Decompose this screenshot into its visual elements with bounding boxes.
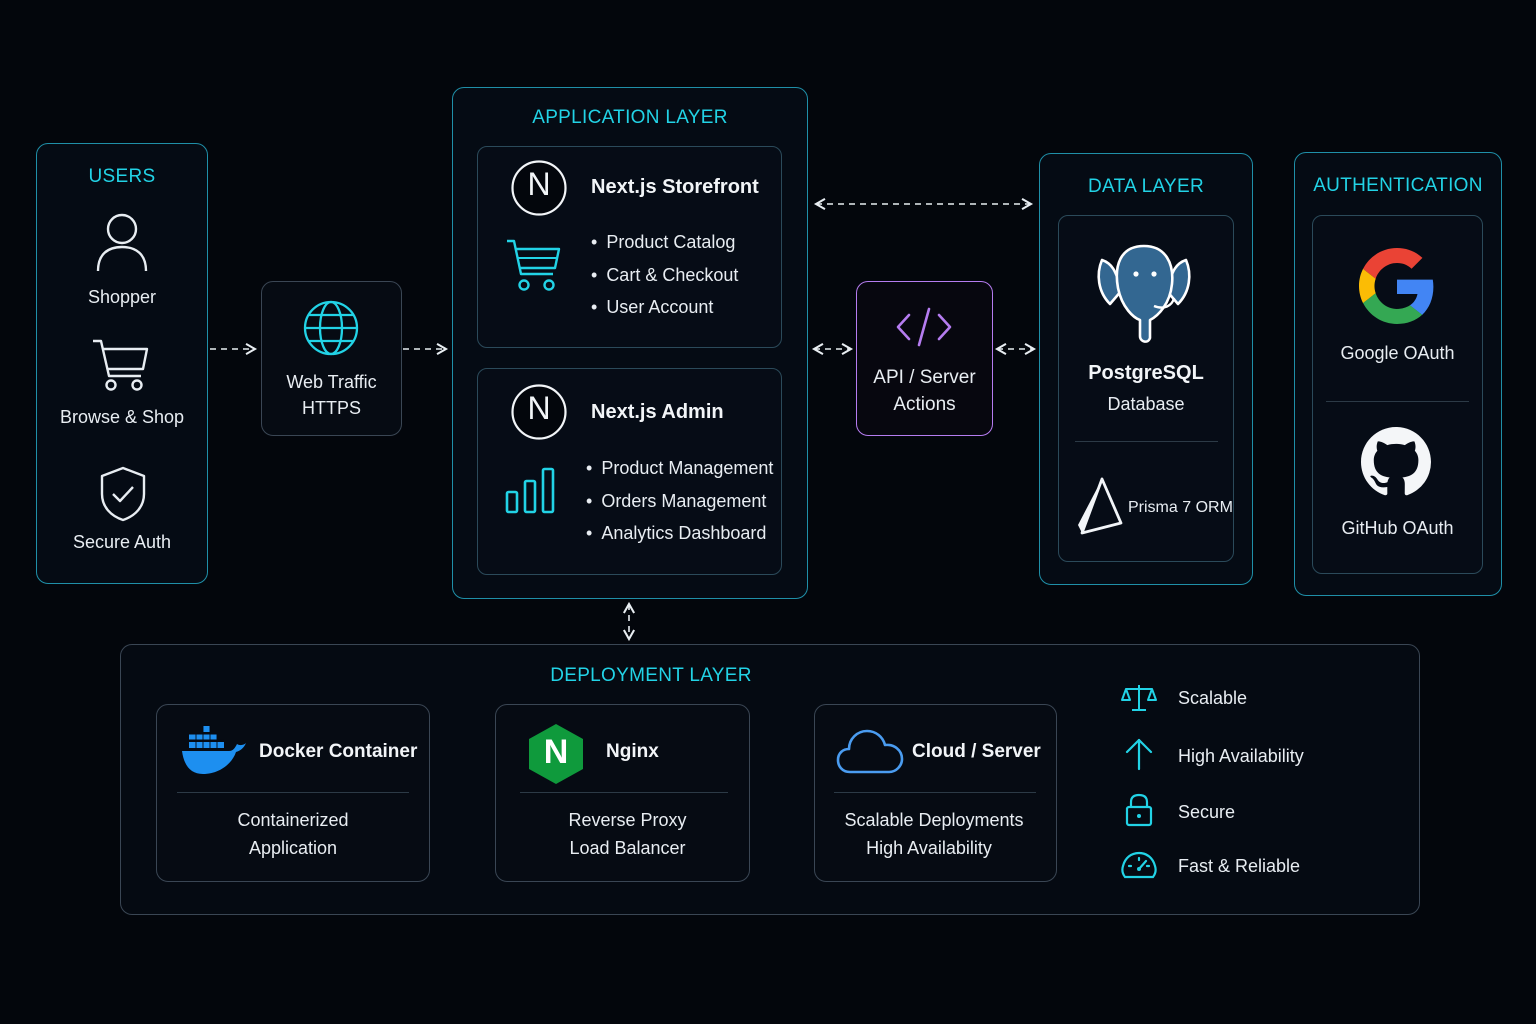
web-traffic-line2: HTTPS xyxy=(301,398,361,418)
admin-logo-letter: N xyxy=(527,390,551,426)
users-item-shopper: Shopper xyxy=(87,287,157,307)
api-box xyxy=(856,281,993,436)
nginx-line2: Load Balancer xyxy=(569,838,686,858)
storefront-cart-icon xyxy=(507,239,561,291)
nginx-line1: Reverse Proxy xyxy=(568,810,687,830)
feature-fast-reliable: Fast & Reliable xyxy=(1178,856,1301,876)
database-divider xyxy=(1075,441,1218,442)
database-name: PostgreSQL xyxy=(1088,362,1204,384)
docker-icon xyxy=(182,726,246,774)
feature-high-availability: High Availability xyxy=(1178,746,1304,766)
admin-feature: Product Management xyxy=(586,452,773,485)
storefront-features: Product Catalog Cart & Checkout User Acc… xyxy=(591,226,738,324)
bar-chart-icon xyxy=(505,467,555,514)
nginx-name: Nginx xyxy=(606,741,659,762)
scale-icon xyxy=(1121,685,1157,711)
cart-icon xyxy=(93,339,149,391)
google-oauth-label: Google OAuth xyxy=(1340,343,1455,363)
cloud-divider xyxy=(834,792,1036,793)
code-icon xyxy=(896,307,952,347)
orm-label: Prisma 7 ORM xyxy=(1128,499,1233,516)
users-panel: USERS xyxy=(36,143,208,584)
admin-name: Next.js Admin xyxy=(591,401,724,423)
cloud-line1: Scalable Deployments xyxy=(844,810,1024,830)
globe-icon xyxy=(303,300,359,356)
prisma-icon xyxy=(1078,477,1123,535)
storefront-feature: User Account xyxy=(591,291,738,324)
admin-feature: Orders Management xyxy=(586,485,773,518)
nextjs-logo-icon xyxy=(511,160,567,216)
feature-secure: Secure xyxy=(1178,802,1236,822)
users-title: USERS xyxy=(88,166,156,187)
storefront-name: Next.js Storefront xyxy=(591,176,759,198)
api-line2: Actions xyxy=(893,394,956,415)
cloud-icon xyxy=(836,729,904,774)
database-subtitle: Database xyxy=(1107,394,1185,414)
cloud-name: Cloud / Server xyxy=(912,741,1041,762)
web-traffic-box xyxy=(261,281,402,436)
oauth-divider xyxy=(1326,401,1469,402)
deployment-layer-title: DEPLOYMENT LAYER xyxy=(550,665,752,686)
lock-icon xyxy=(1125,793,1153,827)
feature-scalable: Scalable xyxy=(1178,688,1248,708)
api-line1: API / Server xyxy=(873,367,976,388)
web-traffic-line1: Web Traffic xyxy=(286,372,377,392)
user-icon xyxy=(96,213,148,272)
postgresql-elephant-icon xyxy=(1097,244,1191,343)
nginx-icon xyxy=(529,724,583,784)
speedometer-icon xyxy=(1121,851,1157,879)
data-layer-title: DATA LAYER xyxy=(1088,176,1204,197)
docker-divider xyxy=(177,792,409,793)
storefront-feature: Product Catalog xyxy=(591,226,738,259)
nginx-logo-letter: N xyxy=(543,733,569,771)
nginx-divider xyxy=(520,792,728,793)
users-item-secure-auth: Secure Auth xyxy=(72,532,172,552)
cloud-card xyxy=(814,704,1057,882)
google-icon xyxy=(1359,248,1434,324)
docker-line2: Application xyxy=(248,838,338,858)
storefront-logo-letter: N xyxy=(527,166,551,202)
users-item-browse: Browse & Shop xyxy=(59,407,185,427)
docker-line1: Containerized xyxy=(237,810,349,830)
docker-name: Docker Container xyxy=(259,741,418,762)
nginx-card xyxy=(495,704,750,882)
arrow-up-icon xyxy=(1125,738,1153,771)
application-layer-title: APPLICATION LAYER xyxy=(532,107,728,128)
nextjs-logo-icon xyxy=(511,384,567,440)
storefront-feature: Cart & Checkout xyxy=(591,259,738,292)
admin-features: Product Management Orders Management Ana… xyxy=(586,452,773,550)
authentication-title: AUTHENTICATION xyxy=(1313,175,1483,196)
github-oauth-label: GitHub OAuth xyxy=(1341,518,1454,538)
admin-feature: Analytics Dashboard xyxy=(586,517,773,550)
cloud-line2: High Availability xyxy=(866,838,992,858)
oauth-card xyxy=(1312,215,1483,574)
github-icon xyxy=(1361,427,1431,496)
shield-check-icon xyxy=(100,466,146,522)
